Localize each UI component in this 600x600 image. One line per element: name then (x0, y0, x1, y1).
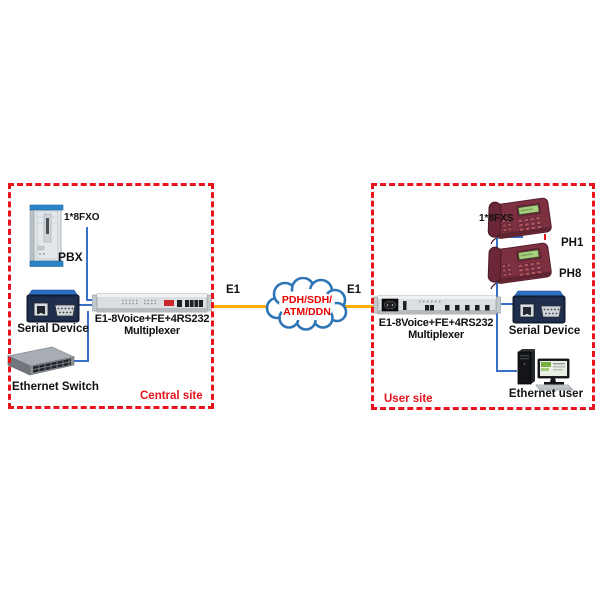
serial-connection-line (79, 304, 93, 306)
cloud-label-line1: PDH/SDH/ (282, 294, 332, 306)
multiplexer-name: E1-8Voice+FE+4RS232 (94, 313, 210, 325)
phones-port-label: 1*8FXS (479, 213, 514, 224)
multiplexer-type: Multiplexer (124, 325, 180, 337)
ethernet-user-icon (517, 349, 574, 391)
serial-device-label: Serial Device (508, 325, 581, 337)
phone-ph1-icon (487, 197, 552, 244)
cloud-label-line2: ATM/DDN (283, 306, 331, 318)
serial-connection-line (500, 303, 513, 305)
serial-device-icon (26, 289, 80, 323)
ethernet-user-connection-line (496, 310, 498, 372)
pbx-connection-line (86, 227, 88, 301)
e1-link-left-label: E1 (226, 284, 241, 296)
e1-link-right-label: E1 (347, 284, 362, 296)
phone-ph8-icon (487, 242, 552, 289)
multiplexer-label: E1-8Voice+FE+4RS232 Multiplexer (90, 313, 214, 337)
pbx-icon (29, 204, 64, 267)
ethernet-switch-label: Ethernet Switch (12, 381, 99, 393)
phone-ph8-label: PH8 (559, 268, 582, 280)
pbx-port-label: 1*8FXO (64, 212, 100, 223)
e1-link-right-line (338, 305, 378, 308)
phone-ph1-label: PH1 (561, 237, 584, 249)
user-site-box (371, 183, 595, 410)
multiplexer-type: Multiplexer (408, 329, 464, 341)
ethernet-user-connection-line (496, 370, 517, 372)
switch-connection-line (87, 311, 89, 362)
central-site-label: Central site (140, 390, 203, 402)
pbx-connection-line (86, 299, 95, 301)
pbx-label: PBX (58, 250, 83, 264)
multiplexer-label: E1-8Voice+FE+4RS232 Multiplexer (371, 317, 501, 341)
serial-device-icon (512, 290, 566, 324)
ethernet-user-label: Ethernet user (508, 388, 584, 400)
ethernet-switch-icon (6, 346, 76, 376)
multiplexer-icon (373, 295, 501, 315)
serial-device-label: Serial Device (17, 323, 89, 335)
multiplexer-icon (92, 293, 212, 313)
switch-connection-line (74, 360, 89, 362)
multiplexer-name: E1-8Voice+FE+4RS232 (378, 317, 494, 329)
e1-link-left-line (210, 305, 276, 308)
user-site-label: User site (384, 393, 433, 405)
wan-cloud-icon: PDH/SDH/ ATM/DDN (265, 277, 348, 331)
central-site-box (8, 183, 214, 409)
